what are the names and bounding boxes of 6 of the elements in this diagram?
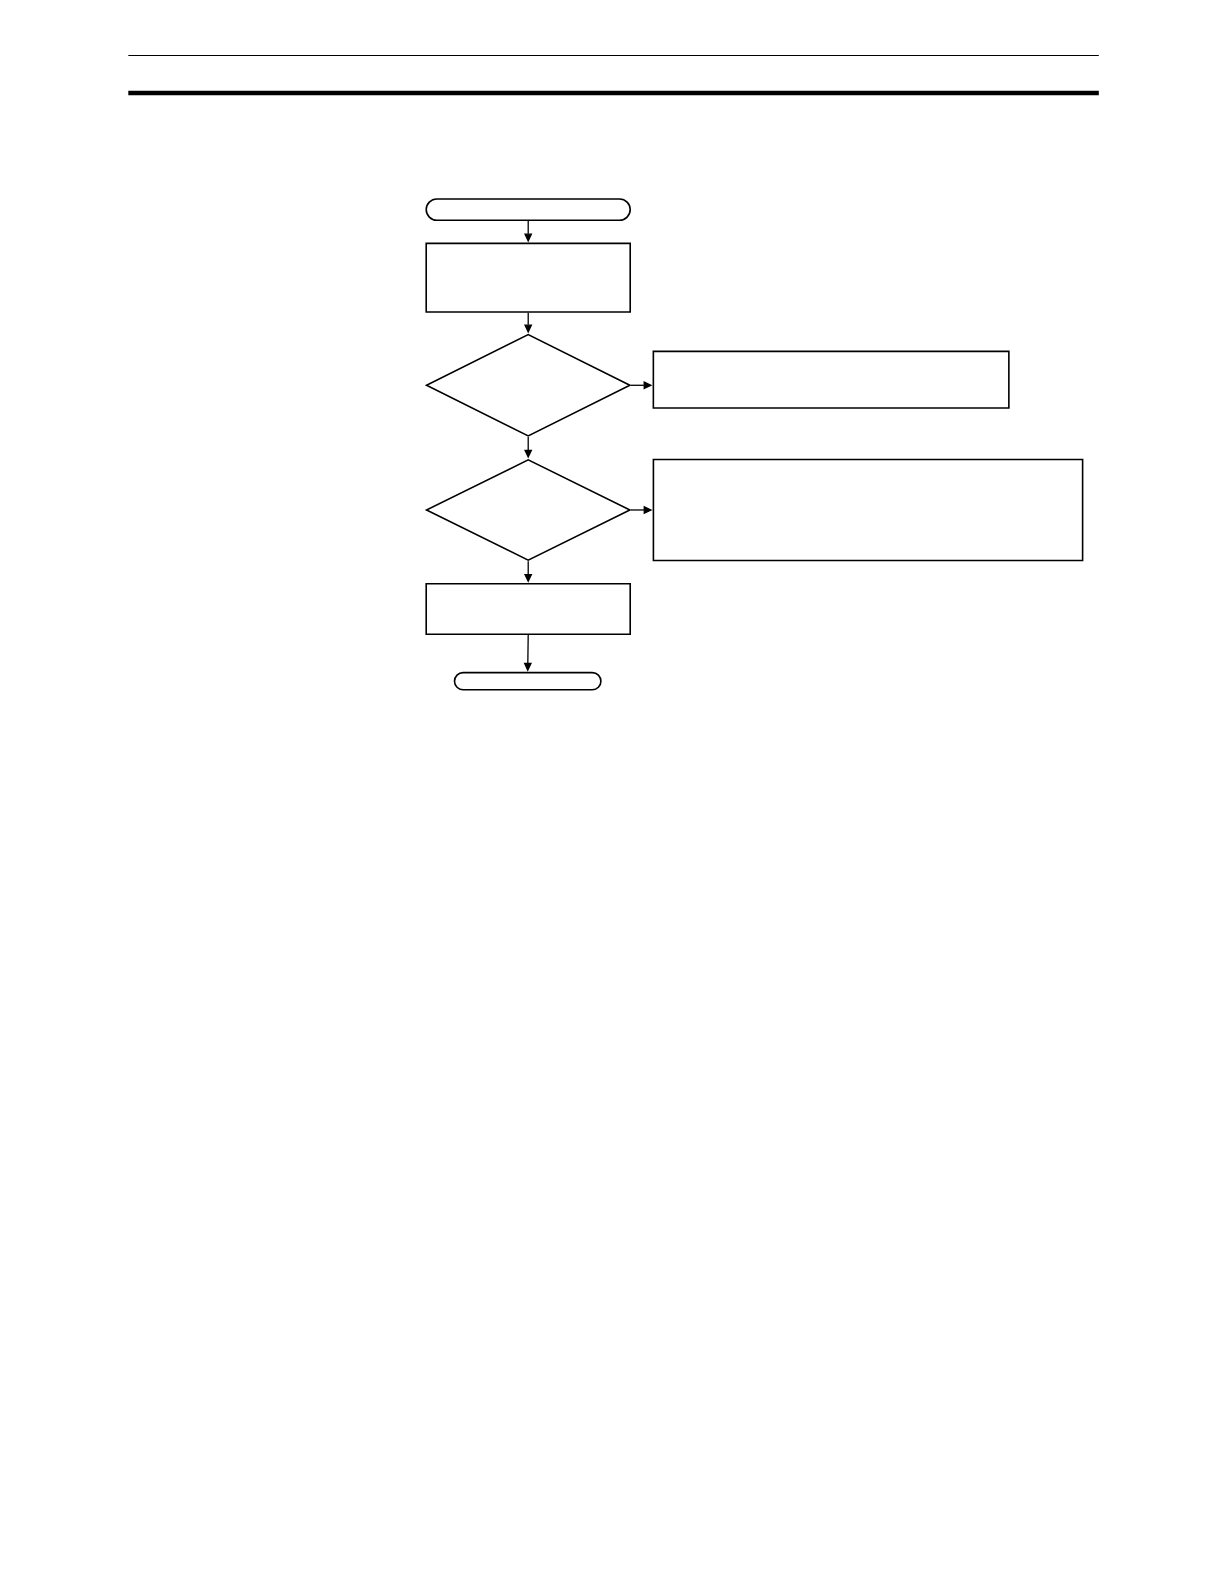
process-box	[652, 458, 1084, 562]
process-box	[425, 582, 631, 636]
process-box	[652, 350, 1010, 409]
terminal-box	[425, 198, 631, 221]
terminal-box	[453, 671, 602, 691]
process-box	[425, 242, 631, 313]
